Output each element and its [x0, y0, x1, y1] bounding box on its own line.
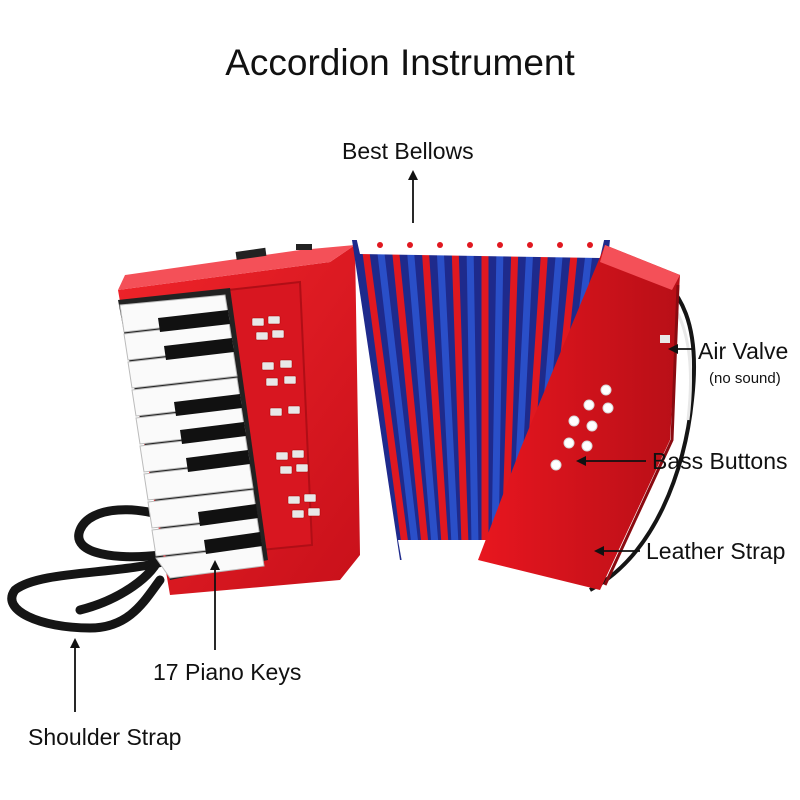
air-valve-note: (no sound) — [709, 370, 781, 387]
air-valve-label: Air Valve — [698, 338, 789, 364]
bass-body — [478, 245, 680, 590]
piano-keys — [118, 288, 268, 580]
leather-strap-label: Leather Strap — [646, 538, 786, 564]
diagram-title: Accordion Instrument — [225, 42, 575, 83]
shoulder-strap-label: Shoulder Strap — [28, 724, 182, 750]
shoulder-strap — [7, 505, 180, 633]
bass-buttons-label: Bass Buttons — [652, 448, 788, 474]
best-bellows-label: Best Bellows — [342, 138, 474, 164]
arrow-icon — [70, 170, 695, 712]
piano-keys-label: 17 Piano Keys — [153, 659, 302, 685]
bass-buttons — [550, 384, 614, 471]
